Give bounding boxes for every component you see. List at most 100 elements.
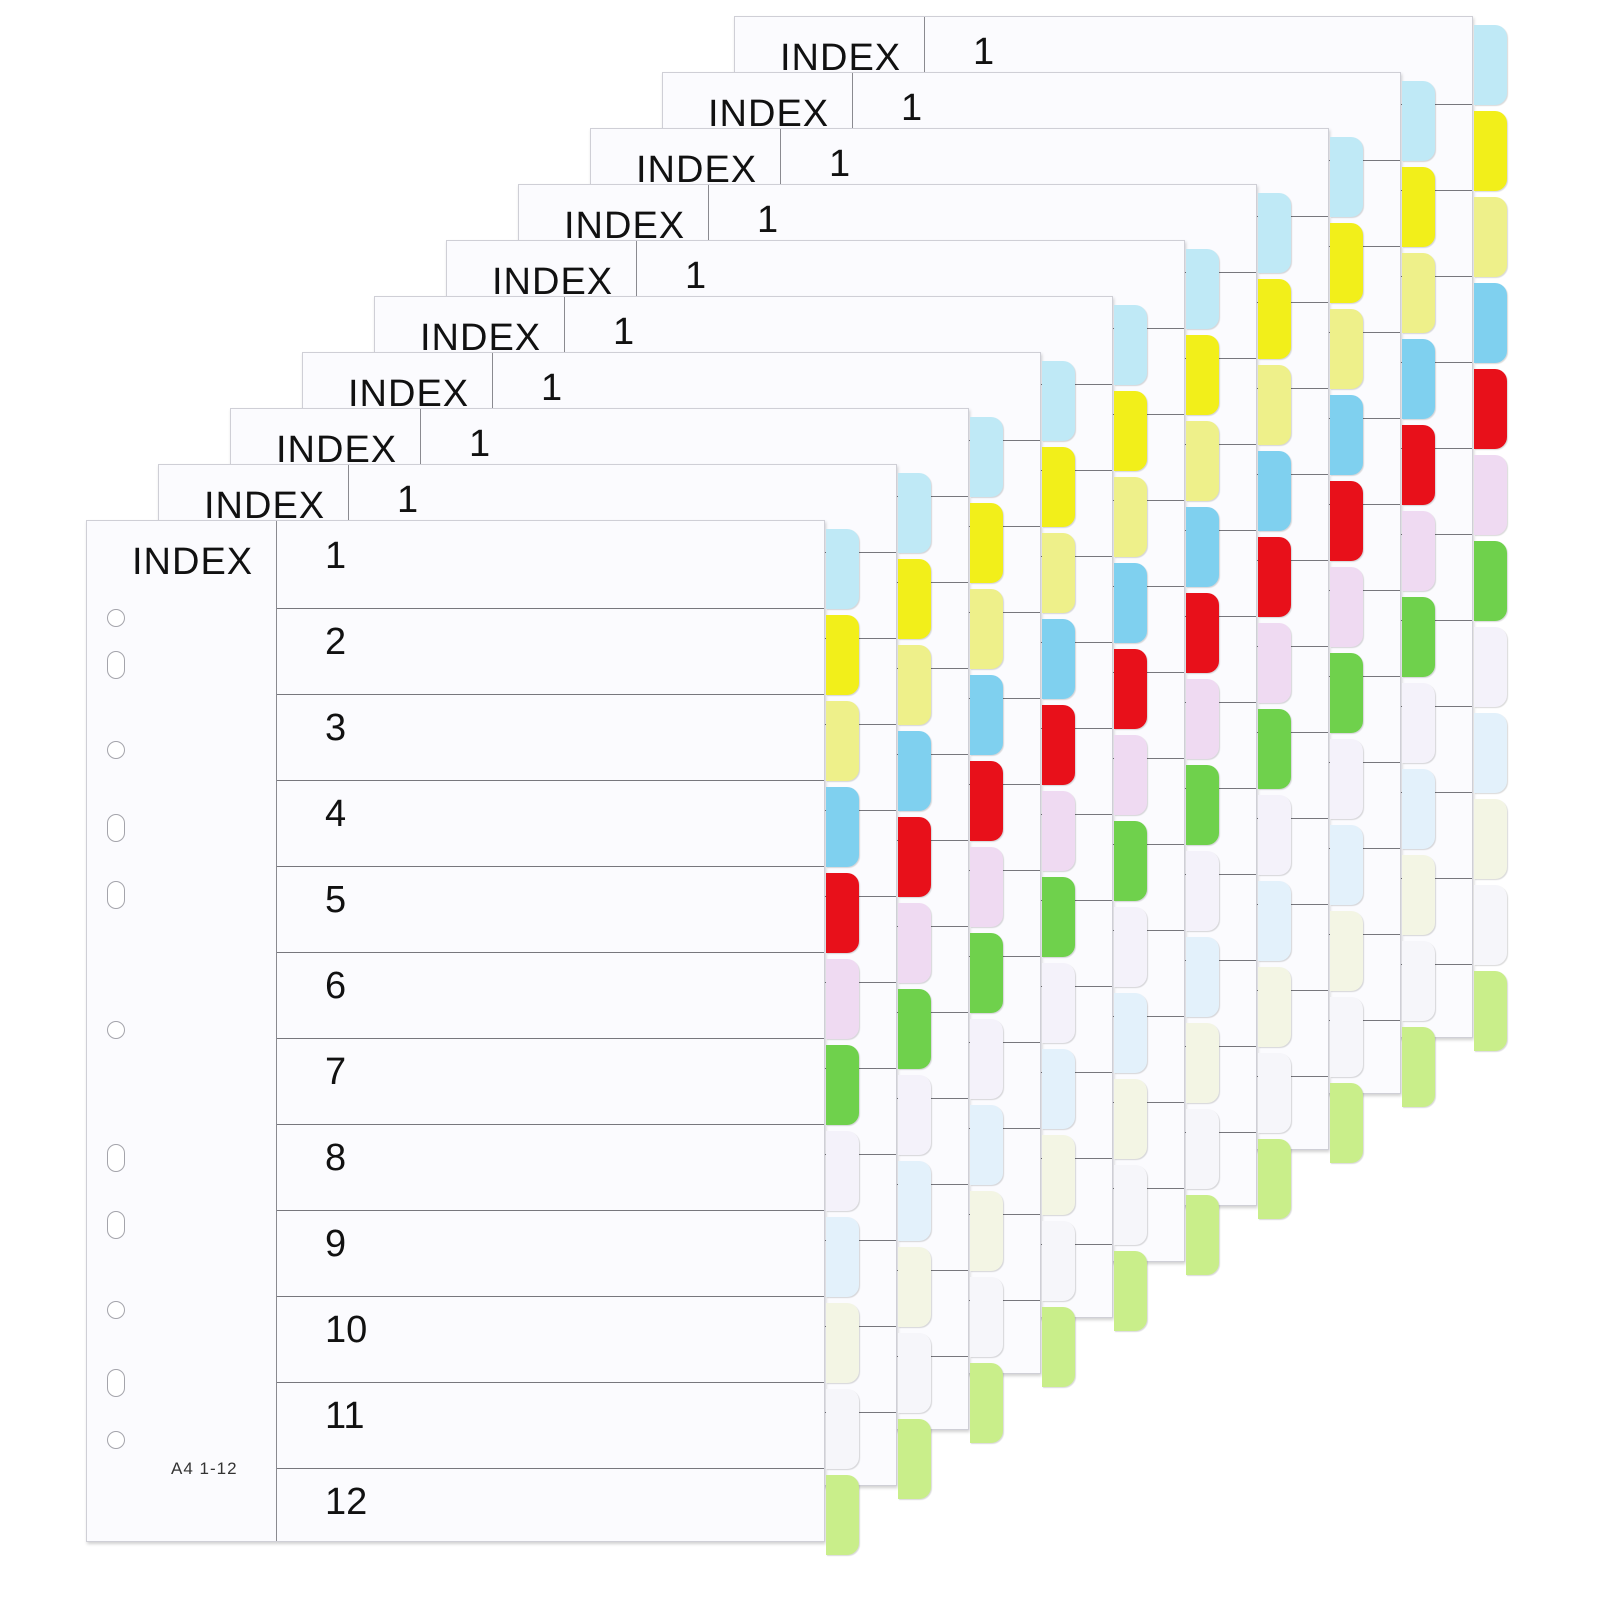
row-number: 10 (325, 1309, 368, 1351)
index-title: INDEX (132, 541, 254, 583)
color-tab (970, 761, 1003, 841)
color-tab (1330, 825, 1363, 905)
color-tab (898, 989, 931, 1069)
color-tab (1114, 649, 1147, 729)
color-tab (1042, 963, 1075, 1043)
color-tab (1186, 1109, 1219, 1189)
index-row: 1 (277, 521, 824, 609)
color-tab (1042, 877, 1075, 957)
index-row: 11 (277, 1381, 824, 1469)
color-tab (1474, 455, 1507, 535)
row-number: 1 (541, 367, 563, 409)
row-number: 1 (613, 311, 635, 353)
color-tab (970, 417, 1003, 497)
color-tab (1402, 683, 1435, 763)
color-tab (970, 675, 1003, 755)
color-tab (1474, 369, 1507, 449)
color-tab (898, 1247, 931, 1327)
row-number: 3 (325, 707, 347, 749)
size-range-label: A4 1-12 (171, 1459, 238, 1478)
row-number: 1 (397, 479, 419, 521)
row-number: 5 (325, 879, 347, 921)
color-tab (898, 559, 931, 639)
color-tab (1186, 679, 1219, 759)
color-tab (1114, 305, 1147, 385)
color-tab (1042, 1135, 1075, 1215)
index-row: 8 (277, 1123, 824, 1211)
row-number: 9 (325, 1223, 347, 1265)
row-number: 2 (325, 621, 347, 663)
color-tab (1114, 1079, 1147, 1159)
color-tab (826, 529, 859, 609)
index-row: 5 (277, 865, 824, 953)
color-tab (1402, 1027, 1435, 1107)
color-tab (1258, 1053, 1291, 1133)
color-tab (1042, 1307, 1075, 1387)
color-tab (1114, 1251, 1147, 1331)
punch-hole (107, 609, 125, 627)
color-tab (1258, 279, 1291, 359)
punch-hole (107, 741, 125, 759)
color-tab (1114, 477, 1147, 557)
punch-hole (107, 881, 125, 909)
color-tab (1042, 1049, 1075, 1129)
color-tab (1114, 993, 1147, 1073)
color-tab (1186, 1195, 1219, 1275)
color-tab (1258, 881, 1291, 961)
color-tab (898, 817, 931, 897)
index-row: 4 (277, 779, 824, 867)
row-number: 1 (901, 87, 923, 129)
color-tab (1258, 795, 1291, 875)
row-number: 12 (325, 1481, 368, 1523)
row-number: 1 (325, 535, 347, 577)
index-column: INDEX A4 1-12 (87, 521, 277, 1541)
color-tab (1114, 907, 1147, 987)
color-tab (1258, 537, 1291, 617)
punch-hole (107, 1021, 125, 1039)
color-tab (898, 1161, 931, 1241)
color-tab (1186, 507, 1219, 587)
color-tab (1474, 541, 1507, 621)
row-number: 1 (973, 31, 995, 73)
color-tab (1474, 971, 1507, 1051)
color-tab (1186, 335, 1219, 415)
punch-hole (107, 814, 125, 842)
color-tab (1330, 739, 1363, 819)
color-tab (1474, 627, 1507, 707)
color-tab (1330, 567, 1363, 647)
color-tab (1402, 597, 1435, 677)
color-tab (1474, 197, 1507, 277)
color-tab (1186, 421, 1219, 501)
color-tab (1114, 391, 1147, 471)
color-tab (1402, 81, 1435, 161)
color-tab (898, 645, 931, 725)
color-tab (970, 1191, 1003, 1271)
punch-hole (107, 1301, 125, 1319)
color-tab (1258, 967, 1291, 1047)
color-tab (826, 1475, 859, 1555)
index-row: 12 (277, 1467, 824, 1555)
row-number: 7 (325, 1051, 347, 1093)
color-tab (1042, 1221, 1075, 1301)
color-tab (898, 473, 931, 553)
color-tab (1042, 791, 1075, 871)
color-tab (970, 933, 1003, 1013)
punch-hole (107, 651, 125, 679)
color-tab (970, 589, 1003, 669)
color-tab (1186, 765, 1219, 845)
color-tab (1186, 249, 1219, 329)
color-tab (1330, 653, 1363, 733)
color-tab (826, 1131, 859, 1211)
color-tab (898, 731, 931, 811)
color-tab (1402, 339, 1435, 419)
row-number: 8 (325, 1137, 347, 1179)
index-row: 9 (277, 1209, 824, 1297)
color-tab (1114, 735, 1147, 815)
color-tab (1186, 851, 1219, 931)
color-tab (1330, 911, 1363, 991)
color-tab (1186, 937, 1219, 1017)
color-tab (1042, 533, 1075, 613)
color-tab (826, 1389, 859, 1469)
color-tab (970, 1363, 1003, 1443)
